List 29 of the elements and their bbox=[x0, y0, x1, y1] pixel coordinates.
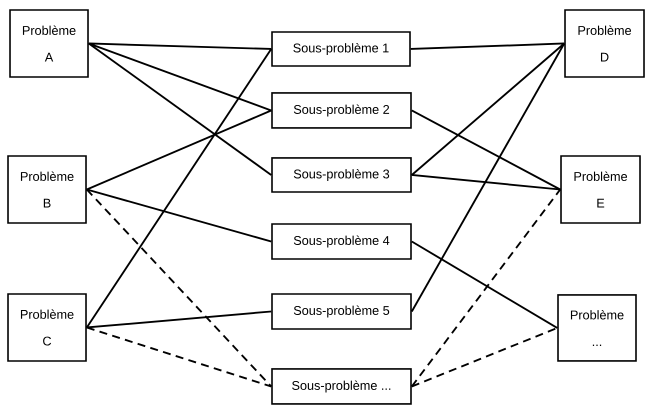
connector-line bbox=[88, 42, 272, 176]
subproblem-box: Sous-problème 1 bbox=[271, 31, 411, 67]
problem-box: Problème B bbox=[7, 155, 87, 224]
connector-line bbox=[411, 110, 561, 190]
connector-line bbox=[88, 42, 272, 112]
connector-line bbox=[410, 42, 564, 50]
dashed-connector bbox=[86, 326, 272, 388]
connector-line bbox=[86, 48, 272, 328]
problem-box: Problème C bbox=[7, 293, 87, 362]
dashed-connector bbox=[411, 327, 558, 388]
connector-line bbox=[411, 240, 558, 329]
dashed-connector bbox=[86, 188, 272, 388]
subproblem-box: Sous-problème 3 bbox=[271, 157, 412, 193]
problem-box: Problème D bbox=[564, 9, 645, 78]
connector-line bbox=[86, 110, 272, 190]
connector-line bbox=[412, 174, 560, 190]
subproblem-box: Sous-problème ... bbox=[271, 368, 412, 405]
dashed-connector bbox=[411, 188, 561, 388]
connector-line bbox=[86, 310, 272, 328]
connector-line bbox=[88, 42, 272, 50]
connector-line bbox=[86, 188, 272, 242]
subproblem-box: Sous-problème 2 bbox=[271, 92, 412, 129]
problem-box: Problème A bbox=[9, 9, 89, 78]
problem-box: Problème E bbox=[560, 155, 641, 224]
connector-line bbox=[410, 43, 566, 312]
subproblem-box: Sous-problème 4 bbox=[271, 223, 412, 260]
problem-box: Problème ... bbox=[557, 294, 637, 362]
subproblem-box: Sous-problème 5 bbox=[271, 293, 412, 330]
connector-line bbox=[411, 42, 565, 176]
